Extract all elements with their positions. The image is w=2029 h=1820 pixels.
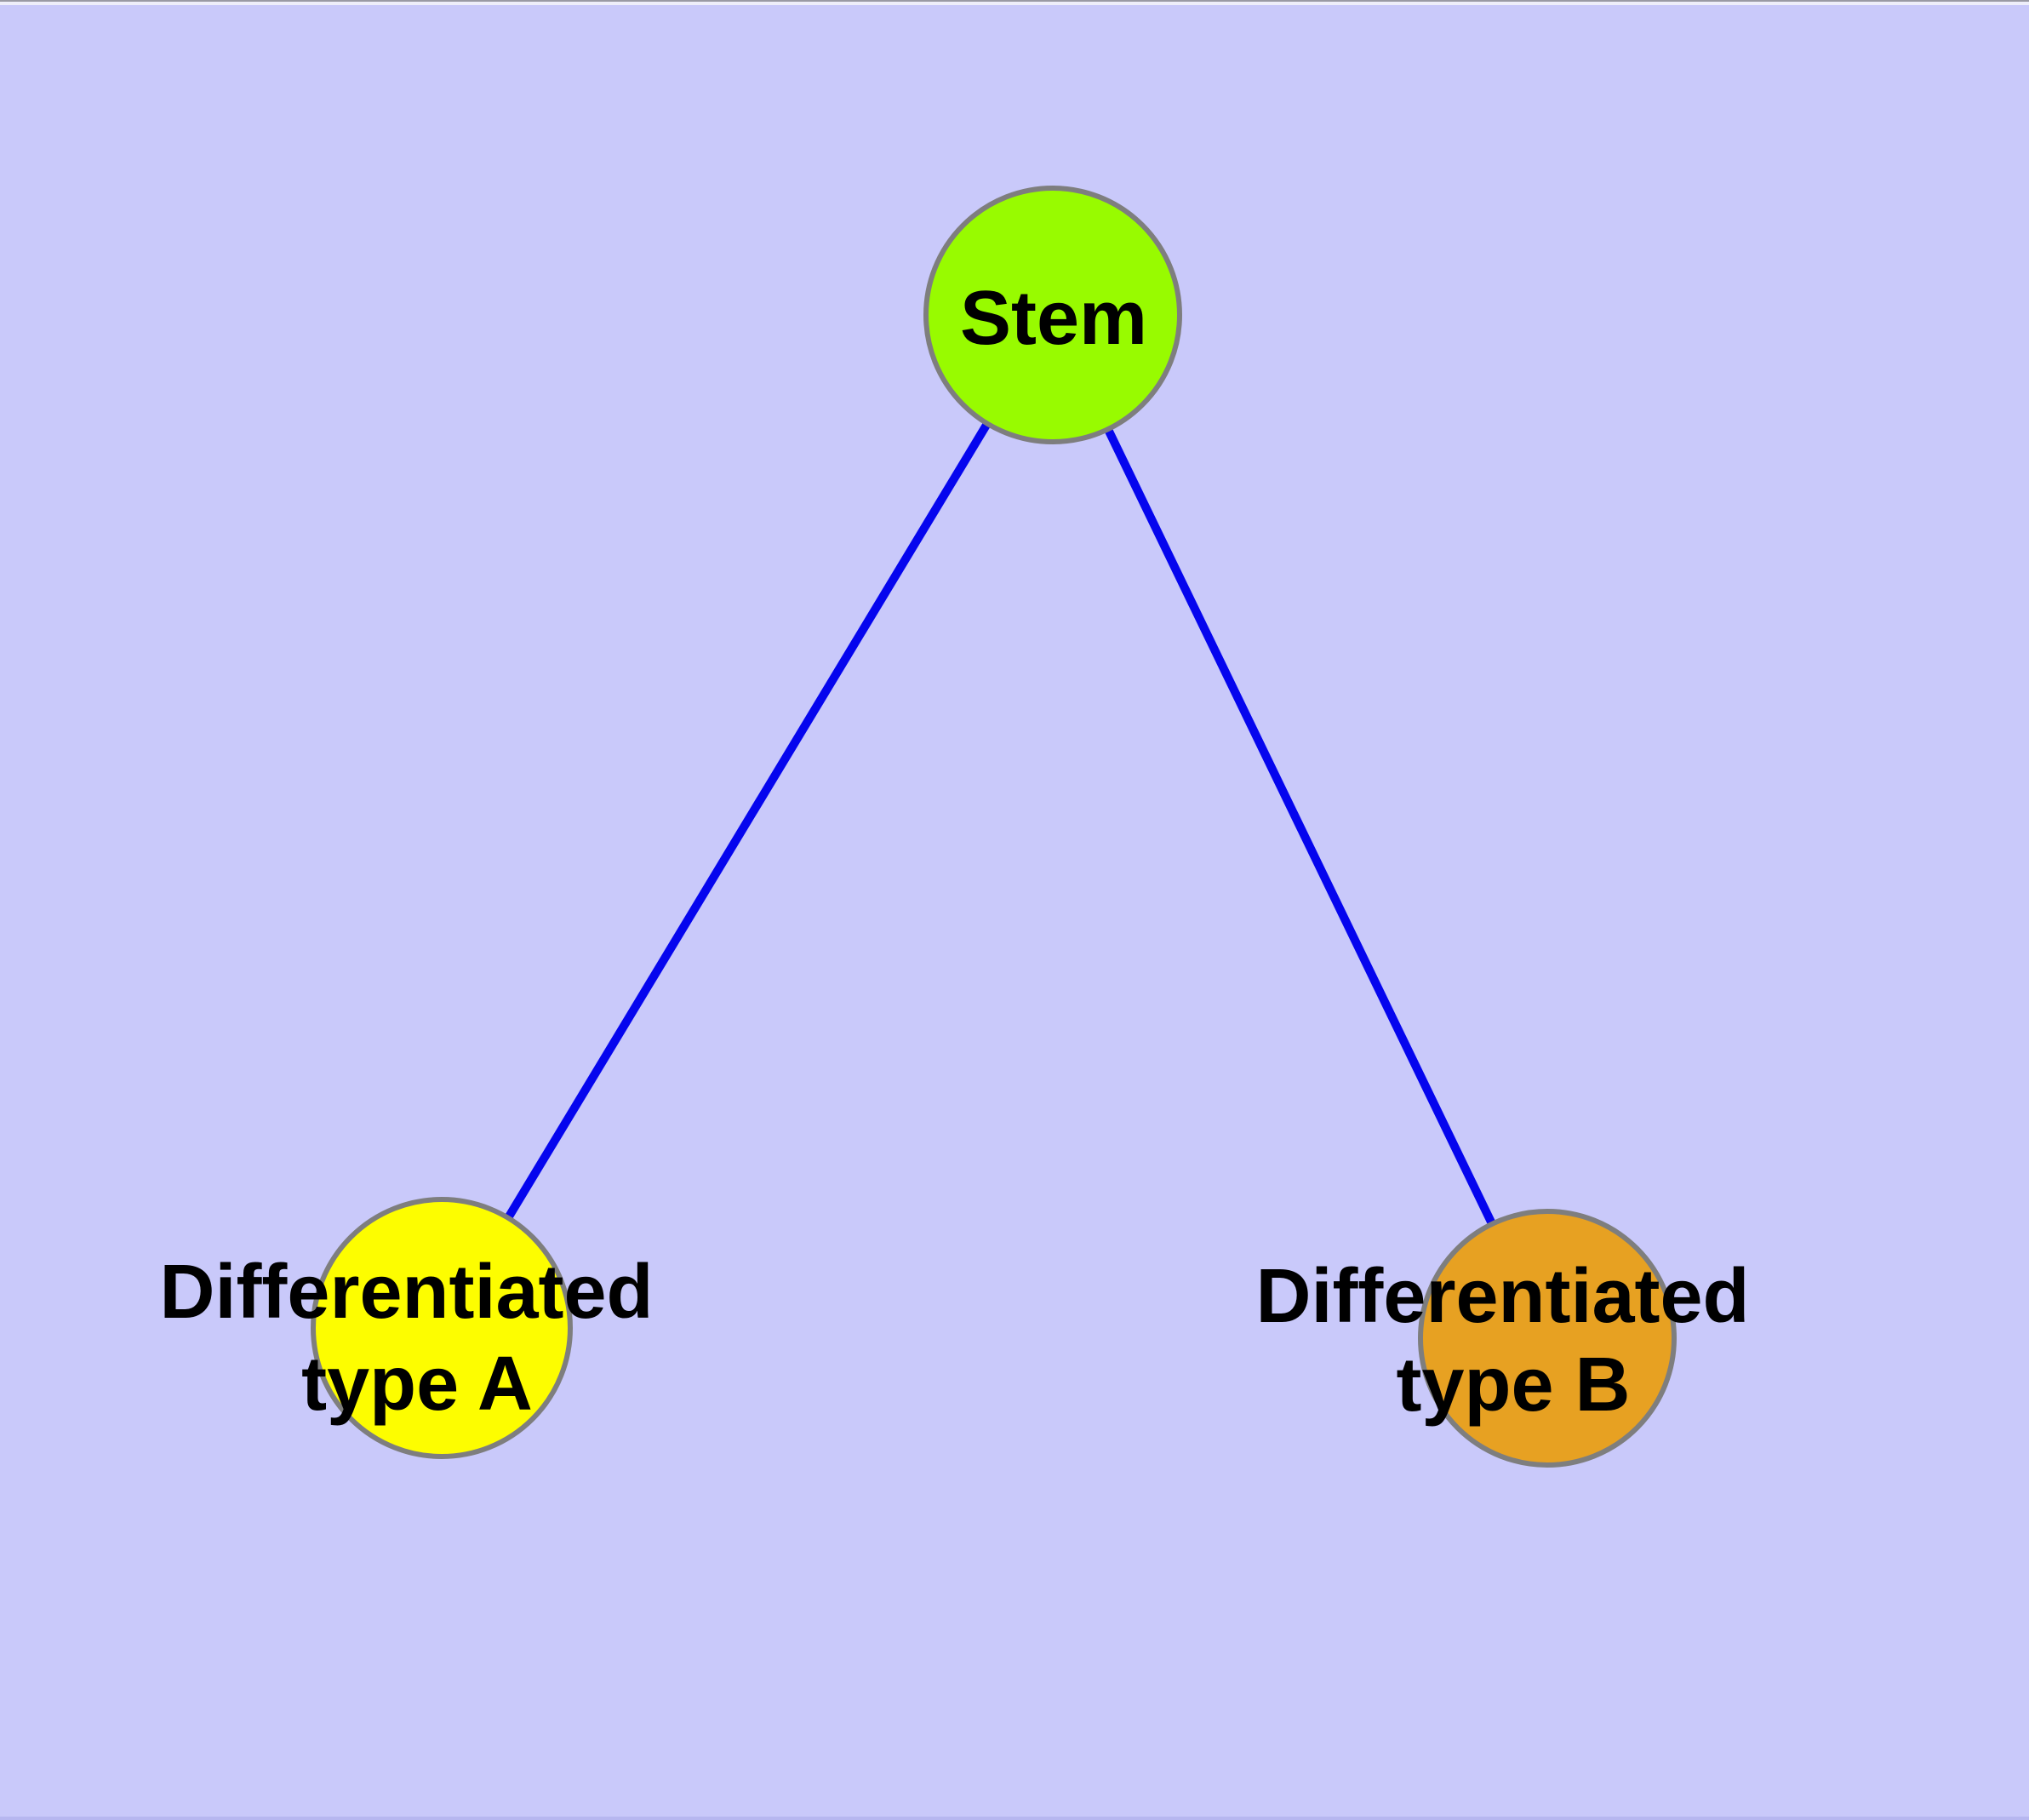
node-label-type-a-line2: type A [301,1342,533,1427]
edge-stem-to-type-a [437,312,1057,1331]
node-type-a [311,1197,573,1459]
top-edge-strip [0,2,2029,5]
node-label-type-b-line2: type B [1396,1342,1630,1428]
node-type-b [1418,1209,1677,1468]
node-label-type-b: Differentiated type B [1255,1254,1770,1428]
node-stem [923,186,1182,444]
node-label-type-a: Differentiated type A [159,1250,674,1427]
edge-group [437,312,1552,1341]
edge-stem-to-type-b [1049,312,1552,1341]
node-label-type-a-line1: Differentiated [159,1250,653,1335]
node-label-type-b-line1: Differentiated [1255,1254,1749,1339]
node-label-stem: Stem [960,276,1147,361]
top-border-line [0,0,2029,2]
bottom-edge-strip [0,1817,2029,1820]
node-group [311,186,1677,1468]
